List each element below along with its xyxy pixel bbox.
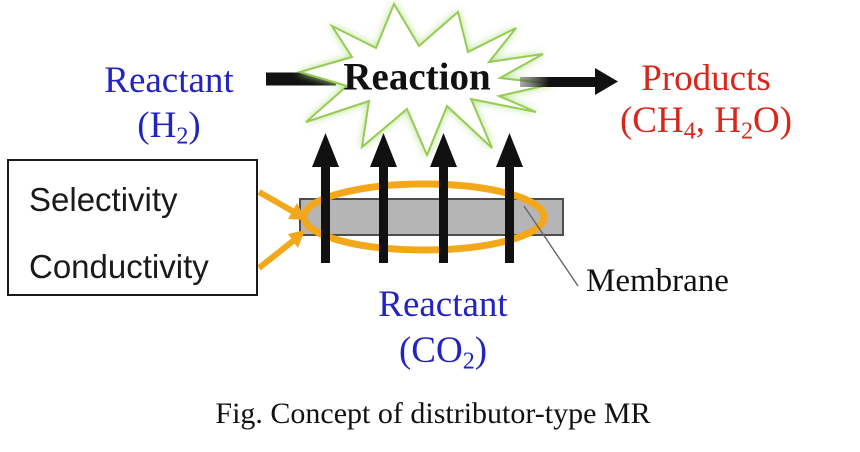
reactant-top-block: Reactant (H2)	[104, 58, 234, 150]
products-label: Products	[641, 58, 771, 99]
membrane-bar	[299, 198, 564, 236]
reactant-top-formula: (H2)	[137, 105, 201, 150]
membrane-label: Membrane	[586, 263, 729, 299]
upward-permeation-arrows-icon	[312, 133, 523, 263]
up-arrow-icon	[370, 133, 397, 263]
products-formula: (CH4, H2O)	[619, 100, 793, 145]
reactant-bottom-block: Reactant (CO2)	[378, 282, 507, 374]
reactant-bottom-formula: (CO2)	[398, 330, 488, 375]
properties-box: Selectivity Conductivity	[7, 159, 258, 296]
conductivity-arrow-icon	[257, 230, 305, 271]
reactant-bottom-label: Reactant	[378, 284, 508, 325]
reaction-label: Reaction	[343, 55, 491, 99]
leader-line	[523, 205, 579, 287]
up-arrow-icon	[430, 133, 457, 263]
selectivity-arrow-icon	[257, 189, 306, 220]
conductivity-label: Conductivity	[29, 248, 209, 285]
reactant-top-label: Reactant	[104, 60, 234, 101]
figure-caption: Fig. Concept of distributor-type MR	[215, 397, 651, 430]
up-arrow-icon	[496, 133, 523, 263]
selectivity-label: Selectivity	[29, 181, 178, 218]
right-arrow-icon-right-flow	[520, 68, 618, 95]
products-block: Products (CH4, H2O)	[619, 58, 793, 145]
up-arrow-icon	[312, 133, 339, 263]
